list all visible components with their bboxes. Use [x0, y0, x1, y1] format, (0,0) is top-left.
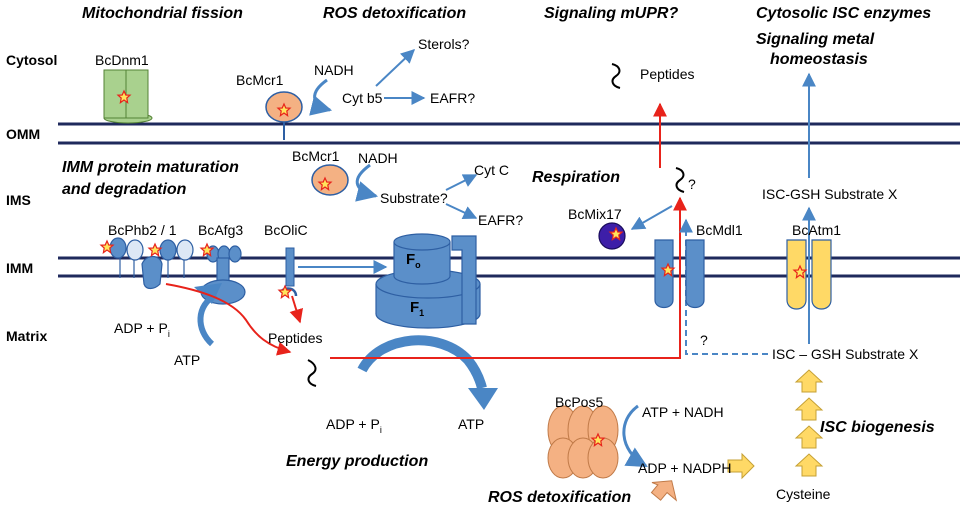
header-cytosolic-isc: Cytosolic ISC enzymes: [756, 5, 932, 22]
label-sterols: Sterols?: [418, 36, 470, 52]
label-bcdnm1: BcDnm1: [95, 52, 149, 68]
header-mitochondrial-fission: Mitochondrial fission: [82, 5, 243, 22]
substrate-to-eafr-arrow: [445, 203, 478, 220]
label-adp-nadph: ADP + NADPH: [638, 460, 732, 476]
label-bcolic: BcOliC: [264, 222, 308, 238]
label-peptides-top: Peptides: [640, 66, 695, 82]
label-atp-nadh: ATP + NADH: [642, 404, 724, 420]
bcatm1-transporter: [786, 239, 832, 310]
nadh-to-substrate-arrow: [355, 163, 379, 202]
bcphb2-complex: [100, 237, 194, 290]
label-nadh-ims: NADH: [358, 150, 398, 166]
label-isc-gsh-matrix: ISC – GSH Substrate X: [772, 346, 919, 362]
peptide-squiggle-matrix: [307, 359, 317, 387]
compartment-omm: OMM: [6, 126, 41, 142]
energy-production-arrow: [357, 335, 487, 390]
nadh-to-cytb5-arrow: [309, 78, 333, 116]
label-cysteine: Cysteine: [776, 486, 831, 502]
compartment-ims: IMS: [6, 192, 31, 208]
label-bcatm1: BcAtm1: [792, 222, 842, 238]
label-qmark-ims: ?: [688, 176, 696, 192]
label-nadh-top: NADH: [314, 62, 354, 78]
atp-to-adp-pos5-arrow: [622, 404, 648, 468]
afg3-to-peptides-arrow: [165, 283, 292, 356]
energy-production-arrowhead: [468, 388, 498, 410]
label-bcpos5: BcPos5: [555, 394, 604, 410]
label-bcmcr1-ims: BcMcr1: [292, 148, 340, 164]
bcdnm1-protein: [103, 69, 153, 124]
label-bcmix17: BcMix17: [568, 206, 622, 222]
isc-biogenesis-arrows: [794, 369, 824, 477]
label-fo: Fo: [406, 251, 421, 271]
header-signaling-metal: Signaling metal: [756, 31, 875, 48]
compartment-imm: IMM: [6, 260, 34, 276]
bcmcr1-ims-protein: [311, 164, 349, 196]
label-bcafg3: BcAfg3: [198, 222, 244, 238]
substrate-to-cytc-arrow: [445, 174, 478, 191]
header-energy-production: Energy production: [286, 453, 429, 470]
label-peptides-matrix: Peptides: [268, 330, 323, 346]
compartment-matrix: Matrix: [6, 328, 48, 344]
label-eafr-top: EAFR?: [430, 90, 476, 106]
peptide-squiggle-ims: [675, 167, 685, 193]
bcmix17-protein: [598, 222, 626, 250]
header-signaling-mupr: Signaling mUPR?: [544, 5, 679, 22]
label-atp-bottom: ATP: [458, 416, 485, 432]
label-isc-gsh-ims: ISC-GSH Substrate X: [762, 186, 898, 202]
header-respiration: Respiration: [532, 169, 621, 186]
header-imm-maturation-2: and degradation: [62, 181, 187, 198]
header-imm-maturation-1: IMM protein maturation: [62, 159, 239, 176]
bcolic-to-peptides-arrow: [289, 295, 303, 324]
nadph-to-cysteine-arrow: [727, 452, 755, 480]
bcpos5-protein: [547, 405, 619, 479]
atp-synthase: [375, 233, 481, 329]
mdl1-to-mix17-arrow: [630, 205, 673, 230]
bcmdl1-transporter: [654, 239, 705, 309]
bcolic-protein: [278, 247, 298, 299]
peptides-to-mdl1-arrow: [330, 196, 687, 359]
adp-atp-left-arrowhead: [194, 283, 222, 304]
header-isc-biogenesis: ISC biogenesis: [820, 419, 935, 436]
ros-detox-bottom-arrow: [650, 480, 678, 502]
cytb5-to-sterols-arrow: [375, 49, 416, 87]
label-adp-pi-left: ADP + Pi: [114, 320, 170, 339]
label-f1: F1: [410, 299, 425, 319]
outer-membrane: [58, 122, 960, 145]
label-cytc: Cyt C: [474, 162, 509, 178]
bcmcr1-omm-protein: [265, 91, 303, 140]
label-substrate: Substrate?: [380, 190, 448, 206]
label-bcphb2: BcPhb2 / 1: [108, 222, 177, 238]
compartment-cytosol: Cytosol: [6, 52, 58, 68]
header-ros-detoxification-top: ROS detoxification: [323, 5, 467, 22]
header-homeostasis: homeostasis: [770, 51, 868, 68]
label-cytb5: Cyt b5: [342, 90, 383, 106]
label-atp-left: ATP: [174, 352, 201, 368]
label-bcmcr1-omm: BcMcr1: [236, 72, 284, 88]
label-adp-pi-bottom: ADP + Pi: [326, 416, 382, 435]
header-ros-detoxification-bottom: ROS detoxification: [488, 489, 632, 506]
label-qmark-matrix: ?: [700, 332, 708, 348]
peptide-squiggle-top: [611, 63, 621, 89]
label-bcmdl1: BcMdl1: [696, 222, 743, 238]
label-eafr-ims: EAFR?: [478, 212, 524, 228]
